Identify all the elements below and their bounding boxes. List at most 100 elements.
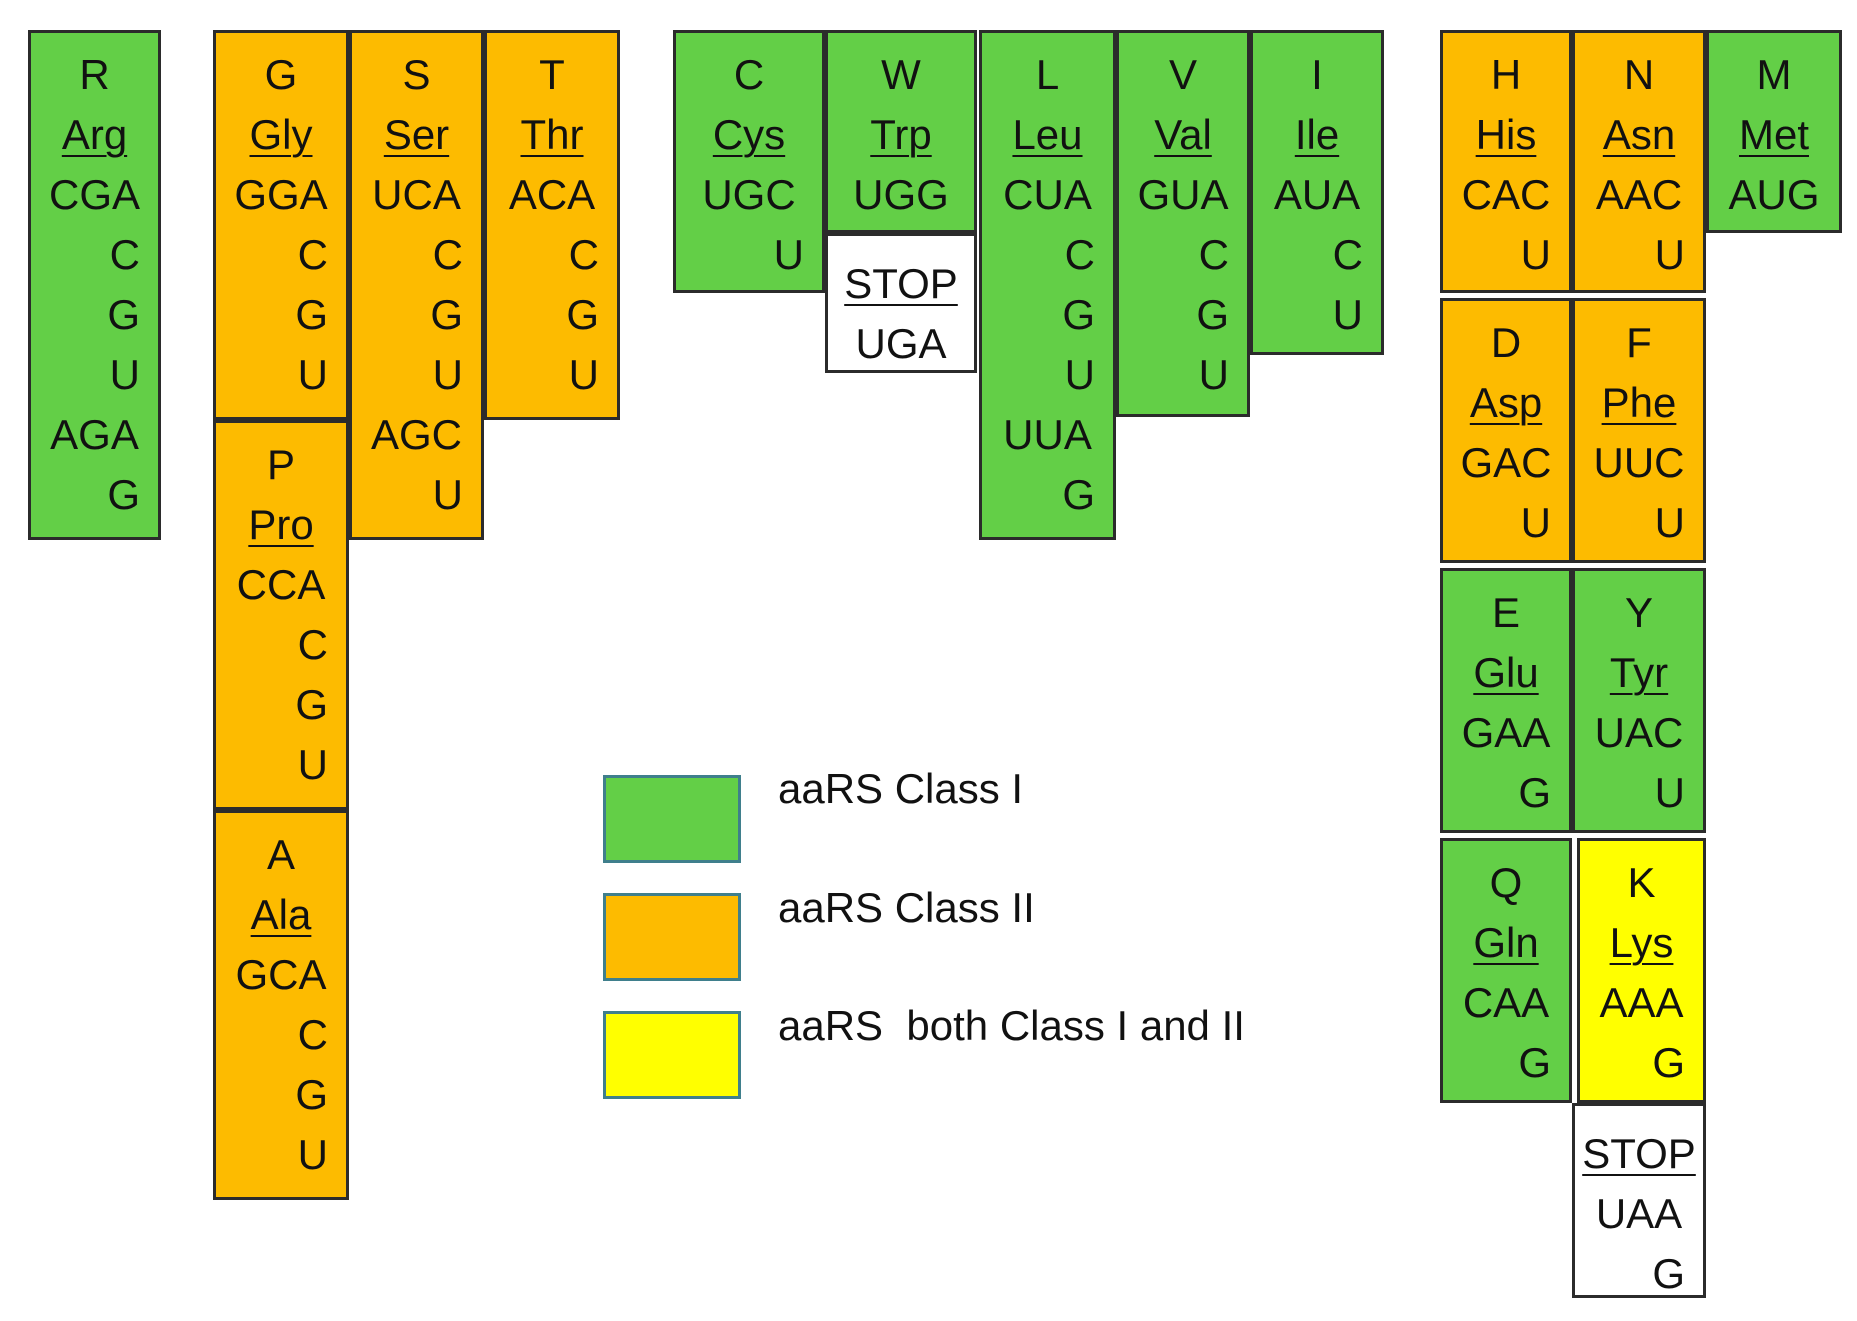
wobble-base: G <box>295 681 328 728</box>
wobble-base: U <box>432 351 463 398</box>
amino-acid-name: Val <box>1154 111 1212 158</box>
codon-cell-stop2: STOP UAA G <box>1572 1103 1706 1298</box>
wobble-base: U <box>773 231 804 278</box>
codon: UAA <box>1595 1190 1683 1237</box>
codon: AAA <box>1599 979 1684 1026</box>
codon: UCA <box>372 171 461 218</box>
amino-acid-letter: H <box>1490 51 1522 98</box>
wobble-base: G <box>430 291 463 338</box>
wobble-base: G <box>295 1071 328 1118</box>
amino-acid-letter: G <box>264 51 298 98</box>
wobble-base: G <box>1518 1039 1551 1086</box>
codon: UGA <box>855 320 947 367</box>
codon: UUC <box>1593 439 1685 486</box>
wobble-base: C <box>109 231 140 278</box>
codon: AUA <box>1273 171 1361 218</box>
wobble-base: G <box>107 291 140 338</box>
codon: CGA <box>48 171 140 218</box>
wobble-base: U <box>1520 231 1551 278</box>
wobble-base: U <box>1198 351 1229 398</box>
amino-acid-name: Lys <box>1609 919 1674 966</box>
amino-acid-name: Arg <box>61 111 128 158</box>
amino-acid-letter: P <box>266 441 295 488</box>
wobble-base: G <box>1062 291 1095 338</box>
amino-acid-letter: N <box>1623 51 1655 98</box>
wobble-base: U <box>568 351 599 398</box>
stop-label: STOP <box>1582 1130 1696 1177</box>
wobble-base: G <box>1062 471 1095 518</box>
wobble-base: U <box>1654 499 1685 546</box>
wobble-base: G <box>566 291 599 338</box>
wobble-base: U <box>297 741 328 788</box>
codon: CUA <box>1003 171 1092 218</box>
amino-acid-name: Ile <box>1294 111 1340 158</box>
codon: AUG <box>1728 171 1820 218</box>
wobble-base: U <box>109 351 140 398</box>
wobble-base: C <box>1198 231 1229 278</box>
amino-acid-name: Ala <box>250 891 312 938</box>
amino-acid-letter: V <box>1168 51 1197 98</box>
amino-acid-name: Gly <box>249 111 313 158</box>
amino-acid-name: Asp <box>1469 379 1543 426</box>
codon: AGA <box>50 411 139 458</box>
wobble-base: C <box>432 231 463 278</box>
wobble-base: G <box>1518 769 1551 816</box>
wobble-base: U <box>1520 499 1551 546</box>
amino-acid-name: Glu <box>1473 649 1539 696</box>
wobble-base: G <box>1652 1250 1685 1297</box>
amino-acid-name: Phe <box>1601 379 1677 426</box>
amino-acid-letter: W <box>881 51 921 98</box>
codon: UGC <box>702 171 796 218</box>
amino-acid-letter: I <box>1311 51 1323 98</box>
wobble-base: C <box>297 621 328 668</box>
legend-label-both: aaRS both Class I and II <box>778 1002 1245 1049</box>
codon: UUA <box>1003 411 1092 458</box>
legend-label-ii: aaRS Class II <box>778 884 1035 931</box>
amino-acid-letter: F <box>1626 319 1652 366</box>
amino-acid-letter: T <box>539 51 565 98</box>
wobble-base: G <box>107 471 140 518</box>
amino-acid-letter: K <box>1627 859 1656 906</box>
amino-acid-name: Leu <box>1012 111 1083 158</box>
wobble-base: G <box>295 291 328 338</box>
wobble-base: C <box>1332 231 1363 278</box>
wobble-base: C <box>297 231 328 278</box>
wobble-base: U <box>297 351 328 398</box>
amino-acid-letter: A <box>266 831 295 878</box>
amino-acid-name: Asn <box>1602 111 1676 158</box>
amino-acid-name: Gln <box>1473 919 1539 966</box>
legend-swatch-both <box>603 1011 741 1099</box>
codon: ACA <box>508 171 596 218</box>
amino-acid-letter: R <box>79 51 110 98</box>
amino-acid-name: Met <box>1738 111 1809 158</box>
wobble-base: C <box>1064 231 1095 278</box>
amino-acid-letter: L <box>1035 51 1060 98</box>
amino-acid-letter: E <box>1491 589 1520 636</box>
wobble-base: U <box>1654 231 1685 278</box>
wobble-base: U <box>1654 769 1685 816</box>
wobble-base: U <box>1332 291 1363 338</box>
amino-acid-letter: D <box>1490 319 1522 366</box>
codon: UGG <box>853 171 949 218</box>
codon: GGA <box>234 171 328 218</box>
codon: GCA <box>235 951 327 998</box>
legend-label-i: aaRS Class I <box>778 765 1024 812</box>
amino-acid-name: His <box>1475 111 1537 158</box>
